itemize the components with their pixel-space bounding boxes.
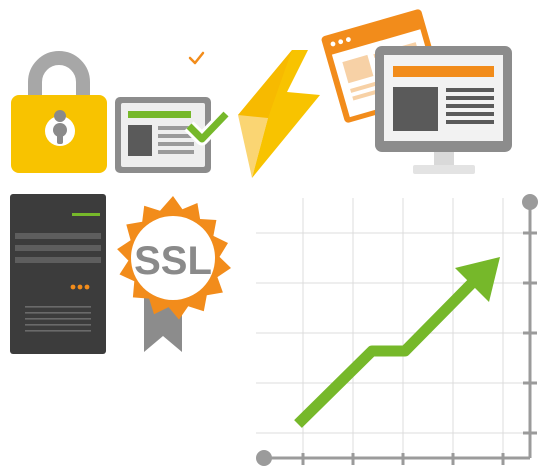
y-axis-end-dot xyxy=(522,194,538,210)
ssl-badge-icon: SSL xyxy=(117,196,231,352)
padlock-icon xyxy=(11,51,107,173)
lightning-bolt-icon xyxy=(238,50,320,178)
checkmark-icon xyxy=(188,51,205,65)
verified-certificate-icon xyxy=(115,97,231,173)
server-tower-icon xyxy=(10,194,106,354)
chart-axes xyxy=(263,202,537,465)
growth-arrow xyxy=(294,257,500,428)
growth-chart-icon xyxy=(256,194,538,466)
chart-grid xyxy=(256,198,528,458)
desktop-monitor-icon xyxy=(375,46,512,174)
x-axis-origin-dot xyxy=(256,450,272,466)
ssl-badge-label: SSL xyxy=(134,239,212,283)
